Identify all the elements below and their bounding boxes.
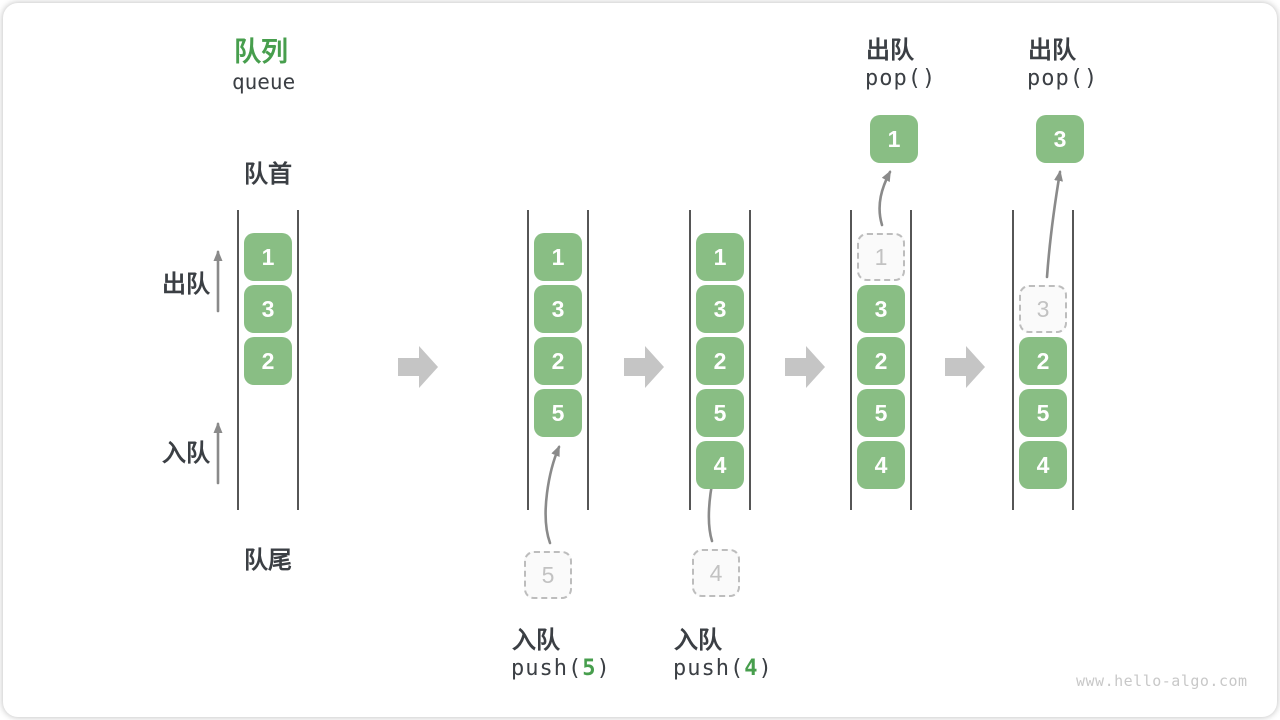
queue-element: 2 (696, 337, 744, 385)
queue-element: 4 (696, 441, 744, 489)
queue-element: 1 (244, 233, 292, 281)
queue-element: 1 (534, 233, 582, 281)
enqueue-direction-label: 入队 (162, 440, 210, 467)
queue-element: 5 (1019, 389, 1067, 437)
queue-element: 5 (696, 389, 744, 437)
queue-element: 2 (244, 337, 292, 385)
dequeue-op-call: pop() (1027, 66, 1099, 91)
removed-element-ghost: 1 (857, 233, 905, 281)
enqueue-op-call: push(4) (673, 656, 773, 681)
staged-element-5: 5 (524, 551, 572, 599)
popped-element-3: 3 (1036, 115, 1084, 163)
queue-state-4: 1 3 2 5 4 (850, 210, 912, 510)
call-text: ) (758, 656, 773, 681)
queue-state-3: 1 3 2 5 4 (689, 210, 751, 510)
page-title: 队列 (234, 37, 288, 67)
page-subtitle: queue (232, 70, 296, 94)
call-arg: 4 (744, 656, 759, 681)
queue-front-label: 队首 (244, 161, 292, 188)
dequeue-op-label: 出队 (866, 37, 914, 64)
queue-element: 2 (1019, 337, 1067, 385)
enqueue-op-call: push(5) (511, 656, 611, 681)
call-text: ) (596, 656, 611, 681)
site-watermark: www.hello-algo.com (1076, 672, 1248, 690)
queue-state-2: 1 3 2 5 (527, 210, 589, 510)
dequeue-op-call: pop() (865, 66, 937, 91)
call-arg: 5 (582, 656, 597, 681)
queue-element: 5 (534, 389, 582, 437)
popped-element-1: 1 (870, 115, 918, 163)
queue-element: 3 (696, 285, 744, 333)
queue-state-1: 1 3 2 (237, 210, 299, 510)
dequeue-direction-label: 出队 (162, 271, 210, 298)
enqueue-op-label: 入队 (512, 627, 560, 654)
call-text: push( (673, 656, 745, 681)
removed-element-ghost: 3 (1019, 285, 1067, 333)
queue-element: 5 (857, 389, 905, 437)
queue-element: 1 (696, 233, 744, 281)
queue-element: 3 (534, 285, 582, 333)
queue-element: 2 (857, 337, 905, 385)
enqueue-op-label: 入队 (674, 627, 722, 654)
staged-element-4: 4 (692, 549, 740, 597)
queue-element: 4 (1019, 441, 1067, 489)
queue-element: 3 (857, 285, 905, 333)
queue-element: 2 (534, 337, 582, 385)
dequeue-op-label: 出队 (1028, 37, 1076, 64)
queue-element: 4 (857, 441, 905, 489)
queue-rear-label: 队尾 (244, 547, 292, 574)
queue-state-5: 3 2 5 4 (1012, 210, 1074, 510)
diagram-card (3, 3, 1277, 717)
queue-element: 3 (244, 285, 292, 333)
call-text: push( (511, 656, 583, 681)
